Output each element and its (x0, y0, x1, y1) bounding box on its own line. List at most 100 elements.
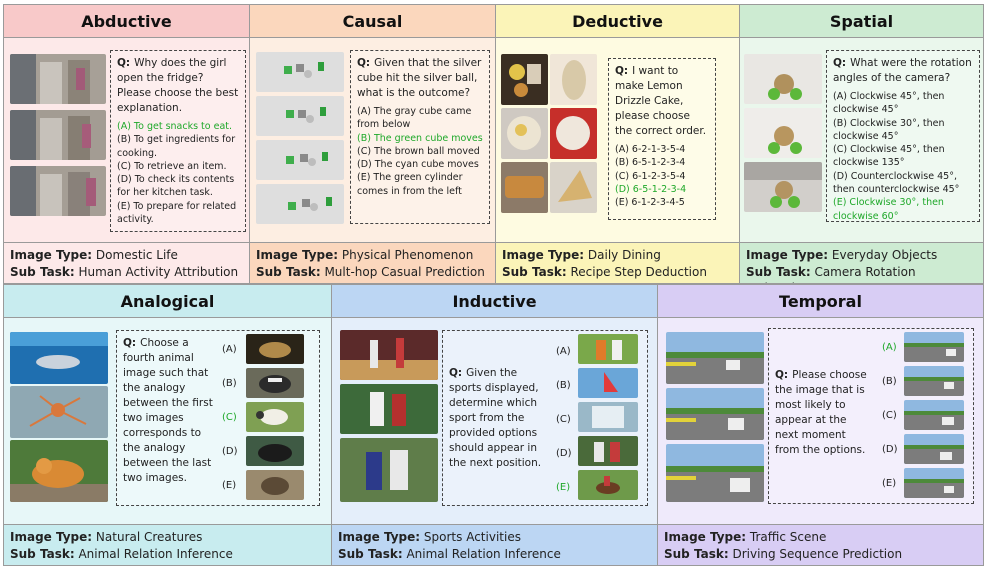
video-frame-image (10, 166, 106, 216)
recipe-step-image (501, 162, 548, 213)
option-d: (D) The cyan cube moves (357, 159, 479, 171)
option-b: (B) The green cube moves (357, 132, 483, 144)
option-label-a: (A) (222, 344, 237, 355)
recipe-step-image (550, 54, 597, 105)
option-label-c: (C) (556, 414, 571, 425)
sub-task-line: Sub Task: Driving Sequence Prediction (664, 546, 903, 561)
simulation-frame-image (256, 140, 344, 180)
image-type-line: Image Type: Sports Activities (338, 530, 521, 544)
question-box: Q:Given that the silver cube hit the sil… (350, 50, 490, 224)
option-b: (B) To get ingredients for cooking. (117, 134, 236, 159)
traffic-frame-image (666, 332, 764, 384)
option-label-b: (B) (222, 378, 237, 389)
image-type-line: Image Type: Physical Phenomenon (256, 248, 474, 262)
option-b: (B) 6-5-1-2-3-4 (615, 157, 686, 169)
question-text: Q:Please choose the image that is most l… (775, 369, 867, 456)
panel-temporal: Temporal Q:Please choose the image that … (657, 284, 984, 566)
question-text: Q:What were the rotation angles of the c… (833, 57, 972, 84)
option-c: (C) To retrieve an item. (117, 160, 227, 172)
option-image-b[interactable] (246, 368, 304, 398)
option-label-e: (E) (222, 480, 237, 491)
video-frame-image (10, 54, 106, 104)
option-image-e[interactable] (904, 468, 964, 498)
panel-footer: Image Type: Daily Dining Sub Task: Recip… (496, 242, 739, 283)
sub-task-line: Sub Task: Recipe Step Deduction (502, 264, 707, 279)
option-image-e[interactable] (578, 470, 638, 500)
panel-analogical: Analogical Q:Choose a fourth animal imag… (3, 284, 332, 566)
question-text: Q:Choose a fourth animal image such that… (123, 337, 213, 484)
panel-title: Temporal (658, 285, 983, 318)
panel-body: Q:Why does the girl open the fridge? Ple… (4, 38, 249, 242)
simulation-frame-image (256, 96, 344, 136)
toy-view-image (744, 108, 822, 158)
panel-footer: Image Type: Everyday Objects Sub Task: C… (740, 242, 983, 283)
option-label-c: (C) (222, 412, 237, 423)
question-box: Q:What were the rotation angles of the c… (826, 50, 980, 222)
sub-task-line: Sub Task: Animal Relation Inference (10, 546, 233, 561)
panel-body: Q:What were the rotation angles of the c… (740, 38, 983, 242)
animal-image (10, 386, 108, 438)
panel-footer: Image Type: Natural Creatures Sub Task: … (4, 524, 331, 565)
option-image-c[interactable] (246, 402, 304, 432)
toy-view-image (744, 54, 822, 104)
option-image-d[interactable] (246, 436, 304, 466)
sub-task-line: Sub Task: Mult-hop Casual Prediction (256, 264, 485, 279)
image-type-line: Image Type: Everyday Objects (746, 248, 938, 262)
panel-inductive: Inductive Q:Given the sports displayed, … (331, 284, 658, 566)
panel-spatial: Spatial Q:What were the rotation angles … (739, 4, 984, 284)
option-image-e[interactable] (246, 470, 304, 500)
image-type-line: Image Type: Domestic Life (10, 248, 178, 262)
option-label-b: (B) (556, 380, 571, 391)
option-label-e: (E) (556, 482, 571, 493)
panel-footer: Image Type: Traffic Scene Sub Task: Driv… (658, 524, 983, 565)
panel-body: Q:Choose a fourth animal image such that… (4, 318, 331, 524)
option-a: (A) 6-2-1-3-5-4 (615, 144, 686, 155)
option-label-a: (A) (882, 342, 897, 353)
option-label-a: (A) (556, 346, 571, 357)
option-image-a[interactable] (904, 332, 964, 362)
panel-deductive: Deductive Q:I want to make Lemon Drizzle… (495, 4, 740, 284)
panel-causal: Causal Q:Given that the silver cube hit … (249, 4, 496, 284)
recipe-step-image (501, 108, 548, 159)
option-a: (A) Clockwise 45°, then clockwise 45° (833, 91, 945, 116)
sport-image (340, 330, 438, 380)
option-label-d: (D) (882, 444, 898, 455)
panel-body: Q:Please choose the image that is most l… (658, 318, 983, 524)
option-image-a[interactable] (578, 334, 638, 364)
recipe-step-image (550, 108, 597, 159)
panel-title: Deductive (496, 5, 739, 38)
option-image-d[interactable] (578, 436, 638, 466)
question-box: Q:Why does the girl open the fridge? Ple… (110, 50, 246, 232)
panel-title: Abductive (4, 5, 249, 38)
option-d: (D) Counterclockwise 45°, then countercl… (833, 170, 960, 196)
panel-body: Q:Given that the silver cube hit the sil… (250, 38, 495, 242)
option-b: (B) Clockwise 30°, then clockwise 45° (833, 117, 945, 142)
panel-title: Causal (250, 5, 495, 38)
option-image-c[interactable] (578, 402, 638, 432)
option-d: (D) 6-5-1-2-3-4 (615, 183, 687, 195)
option-image-c[interactable] (904, 400, 964, 430)
traffic-frame-image (666, 444, 764, 502)
sport-image (340, 438, 438, 502)
option-image-b[interactable] (904, 366, 964, 396)
option-image-a[interactable] (246, 334, 304, 364)
question-box: Q:I want to make Lemon Drizzle Cake, ple… (608, 58, 716, 220)
question-text: Q:Given the sports displayed, determine … (449, 367, 542, 469)
sub-task-line: Sub Task: Camera Rotation Estimation (746, 264, 916, 284)
option-a: (A) To get snacks to eat. (117, 121, 233, 132)
option-image-b[interactable] (578, 368, 638, 398)
traffic-frame-image (666, 388, 764, 440)
option-c: (C) 6-1-2-3-5-4 (615, 170, 686, 182)
panel-footer: Image Type: Domestic Life Sub Task: Huma… (4, 242, 249, 283)
panel-title: Spatial (740, 5, 983, 38)
panel-title: Analogical (4, 285, 331, 318)
question-text: Q:Given that the silver cube hit the sil… (357, 57, 482, 99)
option-label-c: (C) (882, 410, 897, 421)
option-image-d[interactable] (904, 434, 964, 464)
option-label-b: (B) (882, 376, 897, 387)
simulation-frame-image (256, 52, 344, 92)
option-c: (C) The brown ball moved (357, 145, 480, 157)
panel-footer: Image Type: Physical Phenomenon Sub Task… (250, 242, 495, 283)
option-e: (E) 6-1-2-3-4-5 (615, 197, 685, 209)
recipe-step-image (501, 54, 548, 105)
